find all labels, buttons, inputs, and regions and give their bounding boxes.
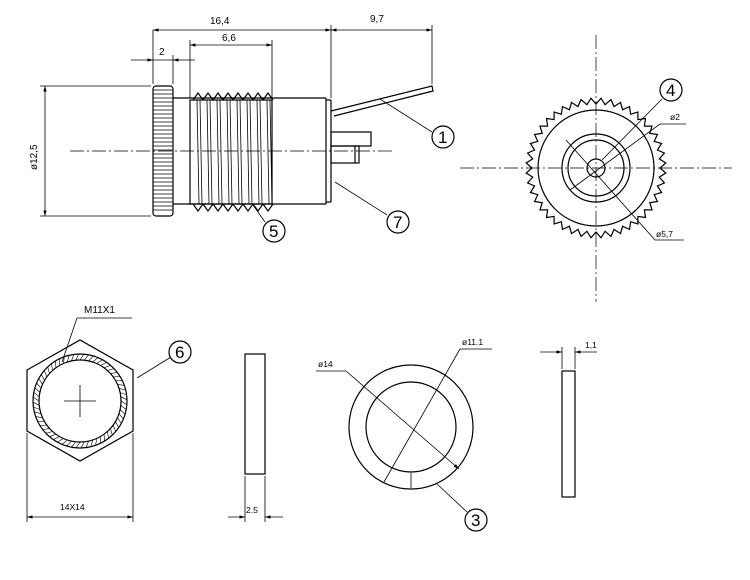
dim-flange-width: 2 (159, 47, 165, 58)
thread-teeth (192, 91, 274, 213)
dim-length-body: 16,4 (210, 16, 230, 27)
balloon-1: 1 (431, 125, 455, 149)
dim-washer-thickness: 1,1 (585, 340, 597, 350)
dim-pin-diameter: ø2 (670, 112, 680, 122)
dim-nut-thickness: 2.5 (246, 505, 258, 515)
balloon-6: 6 (168, 340, 192, 364)
threaded-section (189, 91, 274, 213)
balloon-3: 3 (464, 508, 488, 532)
thread-hatch (32, 353, 128, 449)
svg-text:7: 7 (393, 213, 402, 232)
center-pin (586, 158, 606, 178)
solder-tab (330, 85, 434, 164)
dim-nut-size: 14X14 (60, 502, 85, 512)
washer-outer-circle (348, 364, 474, 490)
svg-text:6: 6 (175, 343, 184, 362)
front-view: ø2 ø5,7 (460, 35, 732, 302)
hex-nut-view: M11X1 14X14 (26, 305, 172, 522)
knurled-flange (152, 85, 174, 217)
dim-washer-outer: ø14 (318, 359, 333, 369)
nut-side-view: 2.5 (228, 353, 283, 522)
extension-lines (40, 25, 433, 217)
dim-nut-thread: M11X1 (84, 305, 115, 316)
dim-body-diameter: ø12,5 (29, 144, 40, 170)
dim-length-tab: 9,7 (370, 14, 384, 25)
dim-washer-inner: ø11.1 (462, 337, 483, 347)
inner-hole-outer (561, 133, 631, 203)
balloon-7: 7 (386, 210, 410, 234)
washer-view: ø14 ø11.1 (316, 337, 492, 513)
washer-side-view: 1,1 (540, 340, 597, 498)
knurled-rim (525, 97, 667, 239)
hex-nut-outline (26, 339, 134, 462)
svg-text:3: 3 (471, 511, 480, 530)
svg-text:1: 1 (438, 128, 447, 147)
washer-inner-circle (365, 381, 457, 473)
balloon-4: 4 (659, 78, 683, 102)
inner-hole (567, 139, 625, 197)
svg-text:5: 5 (269, 222, 278, 241)
balloon-5: 5 (262, 219, 286, 243)
side-view: 16,4 9,7 6,6 2 ø12,5 (29, 14, 434, 223)
knurl-lines (153, 89, 173, 211)
dim-hole-diameter: ø5,7 (656, 229, 673, 239)
dim-thread-length: 6,6 (222, 33, 236, 44)
svg-text:4: 4 (666, 81, 675, 100)
